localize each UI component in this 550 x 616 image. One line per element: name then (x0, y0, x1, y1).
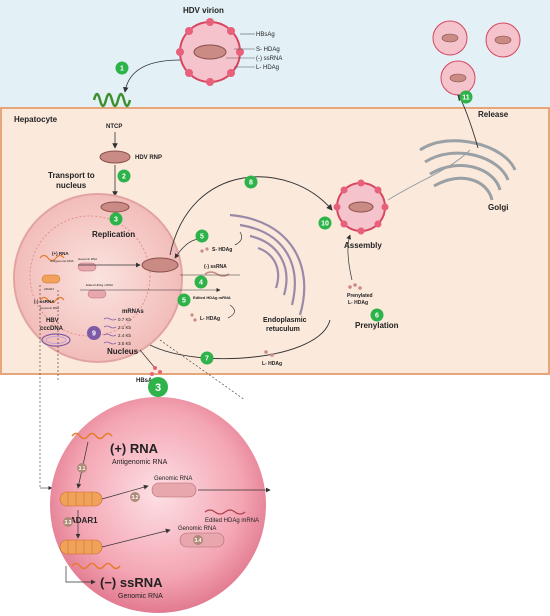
virion-shdag-label: S- HDAg (256, 47, 280, 53)
cytoplasm-rnp (141, 257, 179, 273)
substep-3-3-label: 3.3 (65, 520, 72, 526)
er-label-1: Endoplasmic (263, 317, 307, 324)
nuc-antigenomic: Antigenomic RNA (50, 259, 74, 263)
hdv-rnp-label: HDV RNP (135, 155, 162, 161)
nuc-neg-rna: (-) ssRNA (34, 299, 55, 304)
nucleus (13, 193, 183, 363)
step-3-label: 3 (114, 217, 118, 224)
step-1-label: 1 (120, 66, 124, 73)
step-badge-5a (195, 229, 209, 243)
mrnas-label: mRNAs (122, 309, 144, 315)
substep-3-4 (193, 535, 203, 545)
hbv-label: HBV (46, 318, 59, 324)
step-8-label: 8 (249, 180, 253, 187)
zoom-edited-mrna: Edited HDAg mRNA (205, 518, 259, 524)
transport-label-2: nucleus (56, 181, 87, 190)
mrna-size-4: 3.5 Kb (118, 341, 132, 346)
nuc-adar: ADAR1 (44, 287, 54, 291)
cyto-edited-mrna: Edited HDAg mRNA (193, 295, 231, 300)
nuc-genomic-2: Genomic RNA (78, 257, 97, 261)
step-badge-8 (244, 175, 258, 189)
step-badge-10 (318, 216, 332, 230)
zoom-step-label: 3 (155, 382, 161, 394)
assembly-label: Assembly (344, 241, 382, 250)
hbsag-export-label: HBsAg (136, 378, 156, 384)
zoom-neg-rna: (−) ssRNA (100, 575, 163, 590)
step-badge-6 (370, 308, 384, 322)
replication-zoom (50, 397, 266, 613)
nuc-pos-rna: (+) RNA (52, 251, 69, 256)
substep-3-4-label: 3.4 (195, 538, 202, 544)
virion-title: HDV virion (183, 6, 224, 15)
step-badge-2 (117, 169, 131, 183)
er-label-2: retuculum (266, 326, 300, 333)
prenylated-1: Prenylated (347, 293, 373, 299)
cyto-ssrna: (-) ssRNA (204, 264, 227, 270)
zoom-genomic-3: Genomic RNA (118, 593, 163, 600)
mrna-size-1: 0.7 Kb (118, 317, 132, 322)
mrna-size-2: 2.1 Kb (118, 325, 132, 330)
cccdna-label: cccDNA (40, 326, 64, 332)
nucleus-label: Nucleus (107, 347, 139, 356)
assembling-virion (333, 179, 389, 235)
zoom-adar1: ADAR1 (70, 516, 98, 525)
virion-hbsag-label: HBsAg (256, 32, 275, 38)
cyto-lhdag-2: L- HDAg (262, 361, 282, 367)
endoplasmic-reticulum (229, 213, 306, 316)
mrna-size-3: 2.4 Kb (118, 333, 132, 338)
cyto-lhdag: L- HDAg (200, 316, 220, 322)
step-badge-3 (109, 212, 123, 226)
nuc-edited: Edited HDAg mRNA (86, 283, 113, 287)
step-4-label: 4 (199, 280, 203, 287)
cyto-shdag: S- HDAg (212, 247, 232, 253)
step-5a-label: 5 (200, 234, 204, 241)
zoom-step-badge (148, 377, 168, 397)
golgi-label: Golgi (488, 203, 508, 212)
prenylation-label: Prenylation (355, 321, 399, 330)
step-10-label: 10 (321, 221, 329, 228)
step-badge-11 (459, 90, 473, 104)
ntcp-receptor (92, 92, 132, 108)
substep-3-3 (63, 517, 73, 527)
step-11-label: 11 (462, 95, 470, 102)
zoom-genomic-2: Genomic RNA (178, 526, 216, 532)
step-badge-9 (87, 326, 101, 340)
step-badge-7 (200, 351, 214, 365)
substep-3-2 (130, 492, 140, 502)
zoom-antigenomic: Antigenomic RNA (112, 459, 168, 466)
virion-lhdag-label: L- HDAg (256, 65, 279, 71)
step-6-label: 6 (375, 313, 379, 320)
replication-label: Replication (92, 230, 135, 239)
substep-3-1-label: 3.1 (79, 466, 86, 472)
step-2-label: 2 (122, 174, 126, 181)
step-7-label: 7 (205, 356, 209, 363)
zoom-genomic-1: Genomic RNA (154, 476, 192, 482)
virion-ssrna-label: (-) ssRNA (256, 56, 282, 62)
ntcp-label: NTCP (106, 124, 122, 130)
release-label: Release (478, 110, 509, 119)
zoom-pos-rna: (+) RNA (110, 441, 159, 456)
step-5b-label: 5 (182, 298, 186, 305)
prenylated-2: L- HDAg (348, 300, 368, 306)
step-badge-5b (177, 293, 191, 307)
substep-3-1 (77, 463, 87, 473)
golgi-apparatus (419, 139, 517, 201)
nuc-genomic: Genomic RNA (40, 306, 59, 310)
transport-label-1: Transport to (48, 171, 95, 180)
substep-3-2-label: 3.2 (132, 495, 139, 501)
hdv-virion (176, 18, 244, 86)
hdv-rnp (99, 150, 131, 164)
hepatocyte-label: Hepatocyte (14, 115, 58, 124)
step-9-label: 9 (92, 331, 96, 338)
step-badge-1 (115, 61, 129, 75)
step-badge-4 (194, 275, 208, 289)
